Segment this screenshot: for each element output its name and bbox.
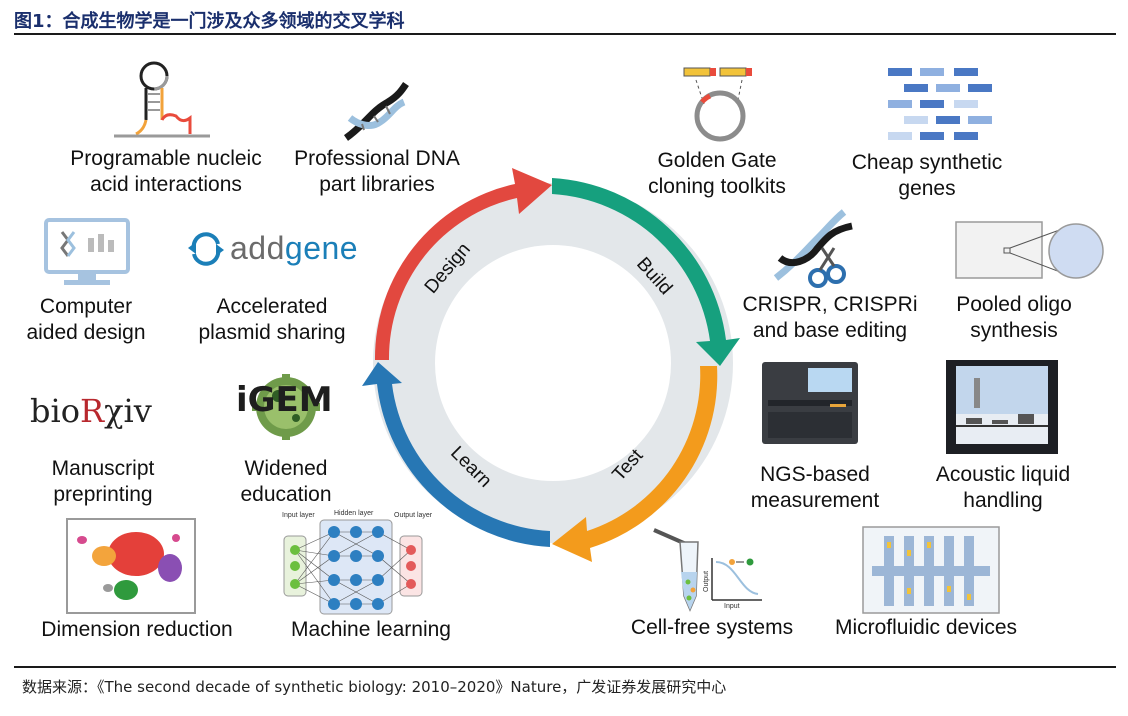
scatter-clusters-icon bbox=[66, 518, 196, 614]
label-microfluidic-devices: Microfluidic devices bbox=[834, 616, 1018, 639]
figure-title: 图1：合成生物学是一门涉及众多领域的交叉学科 bbox=[14, 11, 405, 32]
computer-monitor-icon bbox=[44, 218, 130, 285]
microfluidic-chip-icon bbox=[862, 526, 1000, 614]
label-dna-part-libraries: Professional DNA part libraries bbox=[294, 147, 460, 196]
label-dimension-reduction: Dimension reduction bbox=[41, 618, 233, 641]
label-acoustic-liquid: Acoustic liquid handling bbox=[935, 463, 1071, 512]
label-widened-education: Widened education bbox=[240, 457, 332, 506]
label-ngs-measurement: NGS-based measurement bbox=[750, 463, 880, 512]
crispr-scissors-icon bbox=[773, 209, 853, 288]
igem-logo: iGEM bbox=[236, 380, 333, 420]
label-crispr: CRISPR, CRISPRi and base editing bbox=[742, 293, 918, 342]
source-note: 数据来源：《The second decade of synthetic bio… bbox=[22, 678, 727, 696]
oligo-array-icon bbox=[955, 221, 1104, 279]
biorxiv-logo: bioRχiv bbox=[30, 392, 152, 430]
label-programable-nucleic: Programable nucleic acid interactions bbox=[70, 147, 262, 196]
label-golden-gate: Golden Gate cloning toolkits bbox=[648, 149, 786, 198]
plasmid-ring-icon bbox=[683, 67, 752, 142]
sequencer-machine-icon bbox=[762, 362, 858, 444]
hairpin-rna-icon bbox=[114, 61, 210, 138]
title-rule bbox=[14, 33, 1116, 35]
label-computer-aided-design: Computer aided design bbox=[26, 295, 146, 344]
design-arrow bbox=[374, 168, 552, 360]
addgene-swirl-icon bbox=[188, 231, 224, 266]
cycle-ring-center bbox=[435, 245, 671, 481]
label-cell-free-systems: Cell-free systems bbox=[630, 616, 794, 639]
neural-network-icon: Input layer Hidden layer Output layer bbox=[282, 510, 433, 615]
label-pooled-oligo: Pooled oligo synthesis bbox=[956, 293, 1072, 342]
igem-gear-icon bbox=[252, 374, 320, 440]
dna-helix-icon bbox=[343, 82, 409, 141]
liquid-handler-icon bbox=[946, 360, 1058, 454]
gene-blocks-icon bbox=[888, 68, 992, 140]
plot-y-label: Output bbox=[703, 571, 710, 592]
label-cheap-synthetic-genes: Cheap synthetic genes bbox=[851, 151, 1003, 200]
nn-hidden-label: Hidden layer bbox=[334, 510, 374, 517]
label-machine-learning: Machine learning bbox=[291, 618, 451, 641]
plot-x-label: Input bbox=[724, 603, 740, 610]
label-manuscript-preprinting: Manuscript preprinting bbox=[51, 457, 155, 506]
nn-output-label: Output layer bbox=[394, 512, 433, 519]
cell-free-tube-icon: Input Output bbox=[653, 528, 762, 612]
learn-arrow bbox=[362, 362, 550, 547]
nn-input-label: Input layer bbox=[282, 512, 315, 519]
build-arrow bbox=[552, 178, 740, 366]
test-arrow bbox=[552, 366, 718, 562]
footer-rule bbox=[14, 666, 1116, 668]
label-plasmid-sharing: Accelerated plasmid sharing bbox=[198, 295, 346, 344]
